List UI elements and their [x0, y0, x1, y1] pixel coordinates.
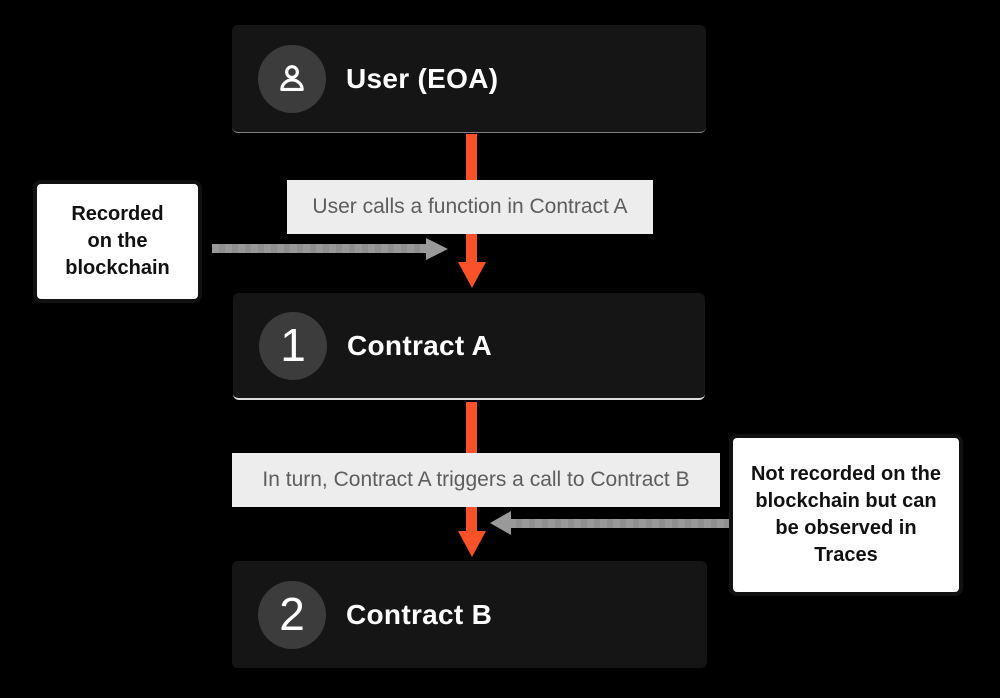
callout-recorded-on-chain: Recorded on the blockchain: [33, 180, 202, 303]
contract-a-badge: 1: [259, 311, 327, 380]
user-icon: [273, 60, 311, 98]
contract-b-badge-number: 2: [279, 587, 305, 640]
gray-arrow-right-head-icon: [426, 238, 448, 260]
arrow-user-to-a-head-icon: [458, 262, 486, 288]
arrow-user-to-a-stem-top: [466, 134, 477, 181]
contract-a-badge-number: 1: [280, 318, 306, 371]
node-contract-a-title: Contract A: [347, 329, 493, 361]
arrow-a-to-b-stem-top: [466, 402, 477, 453]
user-avatar-badge: [258, 44, 326, 113]
contract-b-badge: 2: [258, 580, 326, 649]
arrow-a-to-b-head-icon: [458, 531, 486, 557]
edge-label-a-to-b: In turn, Contract A triggers a call to C…: [232, 453, 720, 507]
node-user-title: User (EOA): [346, 62, 499, 94]
gray-arrow-left-tail: [509, 519, 730, 528]
arrow-user-to-a-stem-bottom: [466, 234, 477, 264]
node-contract-a: 1 Contract A: [233, 293, 705, 400]
gray-arrow-left-head-icon: [490, 511, 511, 535]
arrow-a-to-b-stem-bottom: [466, 507, 477, 533]
callout-observed-in-traces: Not recorded on the blockchain but can b…: [729, 434, 963, 596]
gray-arrow-right-tail: [212, 244, 427, 253]
edge-label-user-to-a: User calls a function in Contract A: [287, 180, 653, 234]
node-contract-b: 2 Contract B: [232, 561, 707, 668]
node-user: User (EOA): [232, 25, 706, 133]
node-contract-b-title: Contract B: [346, 598, 493, 630]
